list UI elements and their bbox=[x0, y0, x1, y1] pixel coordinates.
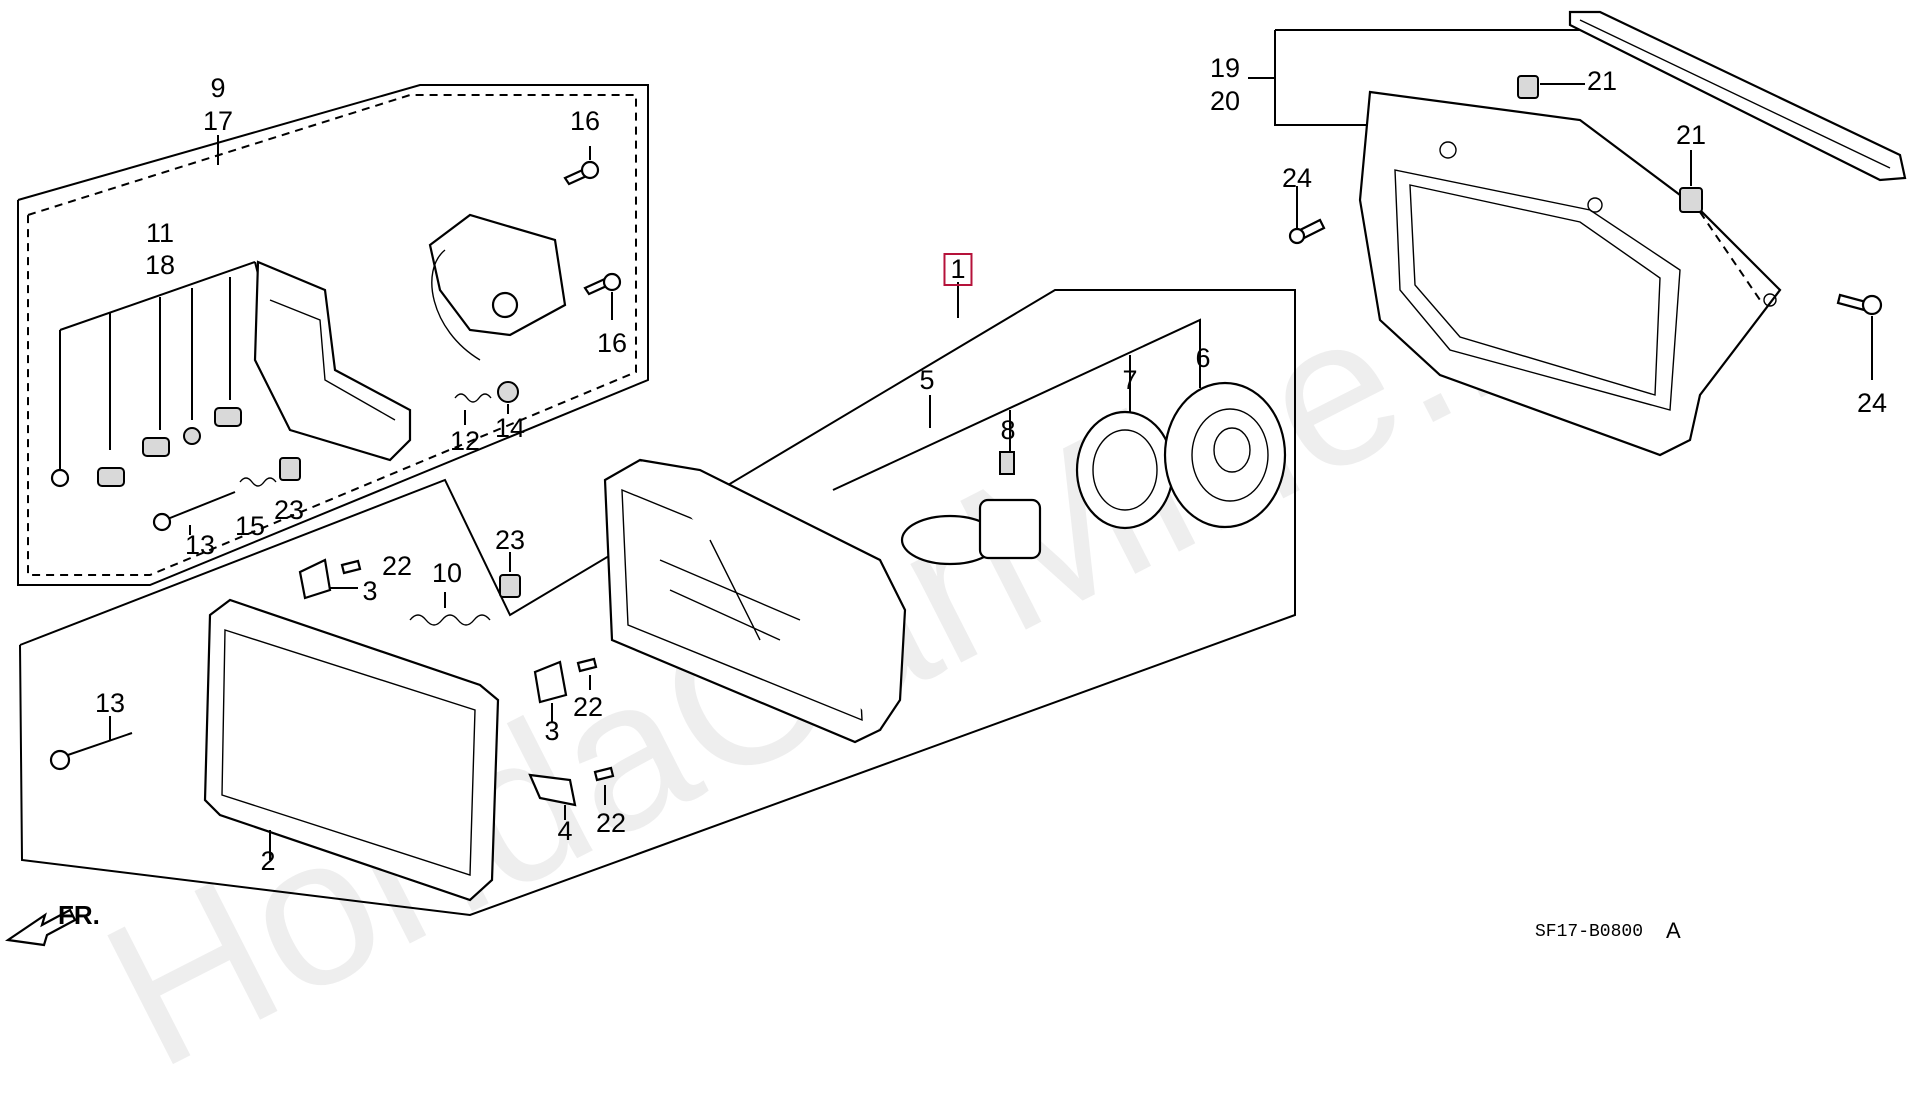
callout-22-upper: 22 bbox=[381, 551, 413, 581]
screw-16-top-head bbox=[580, 160, 600, 180]
callout-16-mid: 16 bbox=[596, 328, 628, 358]
ring-7-inner bbox=[1092, 429, 1158, 511]
callout-21-side: 21 bbox=[1675, 120, 1707, 150]
spring-15 bbox=[239, 477, 277, 487]
nut-14 bbox=[497, 381, 519, 403]
screw-22-lower bbox=[593, 766, 615, 782]
callout-18: 18 bbox=[144, 250, 176, 280]
callout-23-lower: 23 bbox=[494, 525, 526, 555]
cover-6-inner bbox=[1191, 408, 1269, 502]
clip-23-upper bbox=[279, 457, 301, 481]
callout-14: 14 bbox=[494, 413, 526, 443]
clip-21-top bbox=[1517, 75, 1539, 99]
callout-22-lower: 22 bbox=[595, 808, 627, 838]
front-arrow bbox=[5, 908, 77, 947]
callout-13-upper: 13 bbox=[184, 530, 216, 560]
screw-16-mid-head bbox=[602, 272, 622, 292]
screw-22-upper bbox=[340, 559, 362, 575]
headlight-body bbox=[639, 458, 907, 731]
bezel-inner bbox=[221, 629, 476, 876]
pad-1 bbox=[97, 467, 125, 487]
callout-19: 19 bbox=[1209, 53, 1241, 83]
screw-22-mid bbox=[576, 657, 598, 673]
cover-6-core bbox=[1213, 427, 1251, 473]
adjuster-motor-shaft bbox=[491, 291, 519, 319]
diagram-code: SF17-B0800 bbox=[1535, 922, 1644, 942]
screw-13-upper-head bbox=[152, 512, 172, 532]
callout-3-lower: 3 bbox=[544, 716, 560, 746]
callout-24-right: 24 bbox=[1856, 388, 1888, 418]
callout-15: 15 bbox=[234, 511, 266, 541]
pad-2 bbox=[142, 437, 170, 457]
callout-7: 7 bbox=[1122, 365, 1138, 395]
pad-3 bbox=[214, 407, 242, 427]
screw-24-right-head bbox=[1861, 294, 1883, 316]
group-outline-inner bbox=[27, 94, 637, 576]
leader-11-bar bbox=[59, 261, 256, 331]
screw-24-left-head bbox=[1288, 227, 1306, 245]
callout-23-upper: 23 bbox=[273, 495, 305, 525]
screw-small-left bbox=[50, 468, 70, 488]
screw-13-lower-head bbox=[49, 749, 71, 771]
housing-inner-frame-2 bbox=[1409, 184, 1661, 396]
spring-12 bbox=[454, 393, 492, 403]
adjuster-bracket-detail bbox=[269, 299, 396, 421]
washer-1 bbox=[183, 427, 201, 445]
bracket-4 bbox=[528, 773, 577, 807]
callout-17: 17 bbox=[202, 106, 234, 136]
headlight-housing bbox=[1358, 90, 1782, 457]
parts-diagram: HondaCarMine.ru bbox=[5, 10, 1907, 1112]
callout-10: 10 bbox=[431, 558, 463, 588]
callout-4: 4 bbox=[557, 816, 573, 846]
housing-hole-2 bbox=[1587, 197, 1603, 213]
bulb-base bbox=[978, 498, 1042, 560]
adjuster-motor-wire bbox=[431, 249, 481, 361]
group-outline-9-17 bbox=[17, 84, 649, 586]
adjuster-motor bbox=[428, 213, 567, 337]
diagram-drawing bbox=[5, 10, 1907, 947]
callout-20: 20 bbox=[1209, 86, 1241, 116]
callout-3-upper: 3 bbox=[362, 576, 378, 606]
trim-strip-detail bbox=[1579, 19, 1891, 169]
callout-12: 12 bbox=[449, 426, 481, 456]
leader-19-20 bbox=[1274, 30, 1370, 126]
adjuster-bracket bbox=[253, 260, 412, 462]
lens-pattern bbox=[659, 539, 801, 641]
cover-6 bbox=[1163, 381, 1287, 529]
callout-21-top: 21 bbox=[1586, 66, 1618, 96]
bracket-3-lower bbox=[533, 660, 568, 704]
callout-24-left: 24 bbox=[1281, 163, 1313, 193]
housing-hole-1 bbox=[1439, 141, 1457, 159]
bulb-tab bbox=[999, 451, 1015, 475]
diagram-variant: A bbox=[1666, 918, 1681, 943]
front-indicator-label: FR. bbox=[58, 900, 100, 930]
spring-10 bbox=[409, 614, 491, 626]
callout-1: 1 bbox=[943, 253, 973, 286]
callout-2: 2 bbox=[260, 846, 276, 876]
screw-13-upper bbox=[164, 491, 236, 521]
clip-23-lower bbox=[499, 574, 521, 598]
callout-8: 8 bbox=[1000, 415, 1016, 445]
group-outline-1 bbox=[19, 289, 1296, 917]
housing-hole-3 bbox=[1763, 293, 1777, 307]
clip-21-side bbox=[1679, 187, 1703, 213]
callout-9: 9 bbox=[210, 73, 226, 103]
screw-13-lower bbox=[61, 732, 133, 758]
callout-6: 6 bbox=[1195, 343, 1211, 373]
callout-16-top: 16 bbox=[569, 106, 601, 136]
leader-21-dash bbox=[1699, 211, 1761, 301]
trim-strip bbox=[1568, 10, 1907, 182]
callout-11: 11 bbox=[145, 218, 175, 248]
callout-22-mid: 22 bbox=[572, 692, 604, 722]
callout-5: 5 bbox=[919, 365, 935, 395]
bracket-3-upper bbox=[298, 558, 332, 600]
bezel-frame bbox=[203, 598, 500, 902]
callout-13-lower: 13 bbox=[94, 688, 126, 718]
